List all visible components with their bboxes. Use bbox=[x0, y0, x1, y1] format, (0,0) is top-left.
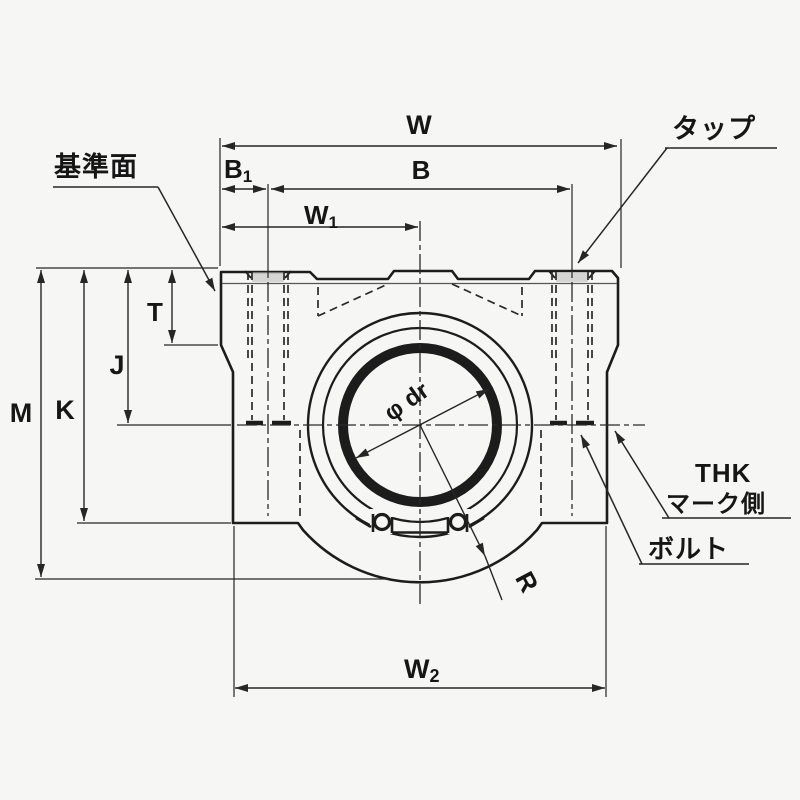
labels: W B B1 W1 W2 M K J T φ dr R bbox=[10, 110, 545, 686]
retainer-hole-right bbox=[448, 512, 468, 532]
callout-thk-line2: マーク側 bbox=[666, 491, 766, 518]
dim-label-phi-dr: φ dr bbox=[379, 377, 434, 427]
dim-line-r bbox=[419, 424, 486, 557]
dim-line-r-tail bbox=[484, 555, 503, 601]
callout-bolt: ボルト bbox=[648, 534, 729, 564]
dim-label-w: W bbox=[406, 110, 432, 140]
block-body-path bbox=[219, 269, 620, 584]
extension-lines bbox=[35, 138, 622, 697]
dim-label-b: B bbox=[412, 155, 431, 185]
hidden-lines bbox=[246, 272, 594, 518]
dim-label-r: R bbox=[509, 566, 544, 597]
leader-lines bbox=[53, 147, 791, 565]
callout-thk-line1: THK bbox=[695, 458, 751, 488]
dim-label-j: J bbox=[109, 350, 124, 380]
dim-line-phi-dr bbox=[355, 388, 490, 459]
callout-datum-face: 基準面 bbox=[54, 151, 138, 182]
dim-label-w2: W2 bbox=[404, 654, 440, 686]
dim-label-k: K bbox=[55, 395, 75, 425]
leader-tap bbox=[577, 147, 668, 264]
leader-bolt bbox=[580, 434, 643, 565]
callout-tap: タップ bbox=[672, 114, 756, 144]
leader-datum-face bbox=[157, 186, 216, 292]
dim-label-m: M bbox=[10, 398, 33, 428]
leader-thk-mark bbox=[614, 430, 670, 519]
dimension-lines bbox=[37, 142, 617, 692]
dim-label-w1: W1 bbox=[304, 200, 338, 232]
retainer-hole-left bbox=[372, 512, 392, 532]
callout-labels: 基準面 タップ THK マーク側 ボルト bbox=[54, 114, 766, 564]
dim-label-t: T bbox=[147, 297, 163, 327]
dim-label-b1: B1 bbox=[224, 154, 252, 186]
